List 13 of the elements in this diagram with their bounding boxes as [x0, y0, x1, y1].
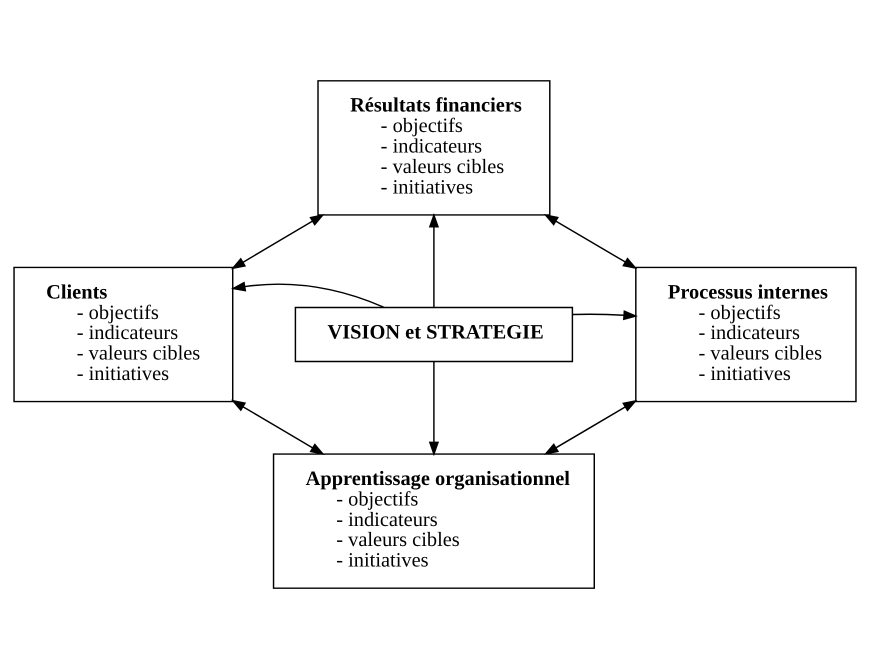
arrow: [230, 214, 325, 270]
node-box: VISION et STRATEGIE: [294, 306, 574, 362]
arrow: [428, 362, 440, 456]
arrow: [544, 214, 638, 270]
node-box: Processus internes - objectifs - indicateurs - valeurs cibles - initiatives: [635, 266, 857, 402]
arrow: [428, 212, 440, 308]
node-box: Clients - objectifs - indicateurs - valeurs cibles - initiatives: [13, 266, 234, 402]
node-box: Apprentissage organisationnel - objectifs - indicateurs - valeurs cibles - initiatives: [272, 453, 595, 589]
arrow: [544, 400, 638, 455]
node-box: Résultats financiers - objectifs - indicateurs - valeurs cibles - initiatives: [317, 80, 551, 216]
arrow: [572, 310, 638, 320]
arrow: [230, 281, 384, 308]
arrow: [230, 400, 325, 456]
